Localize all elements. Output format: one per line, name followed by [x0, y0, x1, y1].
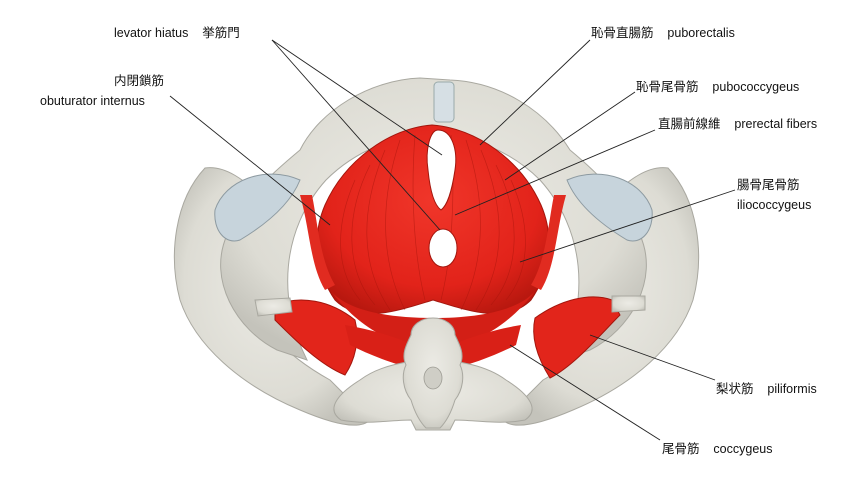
leader-iliococcygeus — [519, 189, 736, 263]
sacral-canal — [423, 366, 443, 390]
label-piriformis: 梨状筋 piliformis — [716, 382, 817, 397]
label-piriformis-ja: 梨状筋 — [716, 382, 754, 396]
left-acetabulum — [214, 173, 301, 242]
levator-lower-part — [330, 290, 536, 346]
label-obturator-internus-ja: 内閉鎖筋 — [114, 74, 165, 88]
pelvic-ring-bone — [220, 77, 647, 361]
label-prerectal-fibers-en: prerectal fibers — [734, 117, 818, 131]
leader-prerectal-fibers — [454, 129, 656, 216]
label-puborectalis: 恥骨直腸筋 puborectalis — [591, 26, 735, 41]
pubic-symphysis — [433, 81, 455, 123]
label-prerectal-fibers: 直腸前線維 prerectal fibers — [658, 117, 817, 132]
obturator-internus-left — [300, 195, 335, 290]
label-puborectalis-en: puborectalis — [667, 26, 735, 40]
label-levator-hiatus-ja: 挙筋門 — [202, 26, 240, 40]
right-acetabulum — [566, 173, 653, 242]
left-ischial-spine — [254, 297, 293, 317]
label-levator-hiatus: levator hiatus 挙筋門 — [114, 26, 240, 41]
label-piriformis-en: piliformis — [767, 382, 817, 396]
label-prerectal-fibers-ja: 直腸前線維 — [658, 117, 721, 131]
label-puborectalis-ja: 恥骨直腸筋 — [591, 26, 654, 40]
leader-obturator-internus — [169, 95, 331, 226]
leader-levator-hiatus-1 — [271, 39, 441, 231]
leader-pubococcygeus — [504, 91, 636, 181]
label-levator-hiatus-en: levator hiatus — [114, 26, 189, 40]
leader-coccygeus — [509, 344, 661, 441]
levator-ani-muscle — [316, 124, 550, 315]
obturator-internus-right — [531, 195, 566, 290]
label-coccygeus-ja: 尾骨筋 — [662, 442, 700, 456]
label-obturator-internus-en: obuturator internus — [40, 94, 145, 108]
label-iliococcygeus-en: iliococcygeus — [737, 198, 812, 212]
leader-levator-hiatus-2 — [271, 39, 443, 156]
leader-piriformis — [589, 334, 716, 381]
leader-puborectalis — [479, 39, 591, 146]
label-coccygeus-en: coccygeus — [713, 442, 773, 456]
label-pubococcygeus: 恥骨尾骨筋 pubococcygeus — [636, 80, 799, 95]
label-coccygeus: 尾骨筋 coccygeus — [662, 442, 772, 457]
piriformis-right — [533, 296, 621, 379]
muscle-fibers — [340, 134, 526, 311]
piriformis-left — [274, 299, 358, 376]
label-pubococcygeus-en: pubococcygeus — [712, 80, 800, 94]
leader-lines — [169, 39, 736, 441]
label-pubococcygeus-ja: 恥骨尾骨筋 — [636, 80, 699, 94]
label-iliococcygeus-ja: 腸骨尾骨筋 — [737, 178, 800, 192]
anal-hiatus — [428, 228, 458, 268]
right-ischial-spine — [611, 295, 646, 313]
